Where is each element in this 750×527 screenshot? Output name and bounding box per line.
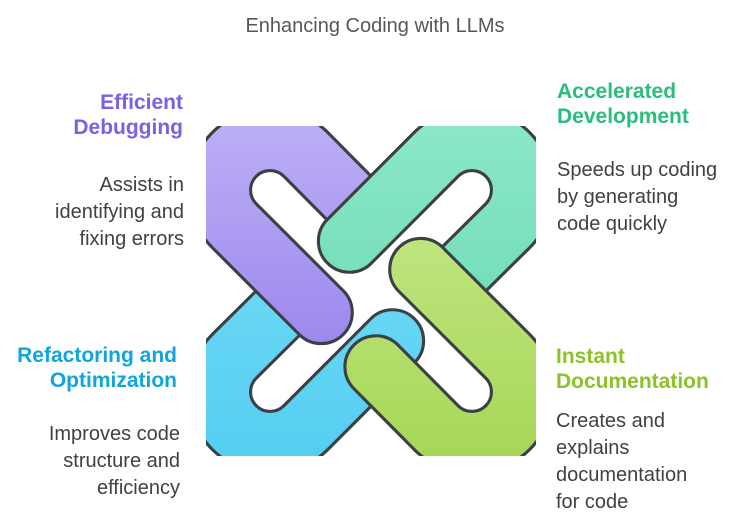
title-line: Efficient (100, 91, 183, 114)
title-line: Instant (556, 345, 625, 368)
desc-line: explains (556, 437, 630, 459)
title-line: Refactoring and (17, 344, 177, 367)
section-documentation-description: Creates and explains documentation for c… (556, 408, 746, 516)
desc-line: Speeds up coding (557, 159, 718, 181)
section-development-description: Speeds up coding by generating code quic… (557, 157, 747, 238)
page-title: Enhancing Coding with LLMs (245, 15, 505, 37)
section-development-title: Accelerated Development (557, 79, 742, 129)
desc-line: Improves code (48, 423, 180, 445)
section-debugging-description: Assists in identifying and fixing errors (0, 172, 184, 253)
desc-line: code quickly (557, 213, 668, 235)
desc-line: documentation (556, 464, 688, 486)
section-documentation-title: Instant Documentation (556, 344, 746, 394)
title-line: Development (557, 105, 689, 128)
title-line: Documentation (556, 370, 709, 393)
desc-line: efficiency (96, 477, 180, 499)
desc-line: for code (556, 491, 629, 513)
desc-line: identifying and (55, 201, 184, 223)
title-line: Optimization (49, 369, 177, 392)
section-refactoring-description: Improves code structure and efficiency (0, 421, 180, 502)
desc-line: structure and (63, 450, 180, 472)
title-line: Debugging (73, 116, 183, 139)
desc-line: Creates and (556, 410, 665, 432)
desc-line: by generating (557, 186, 679, 208)
desc-line: Assists in (99, 174, 184, 196)
desc-line: fixing errors (79, 228, 184, 250)
knot-diagram (206, 126, 536, 456)
title-line: Accelerated (557, 80, 677, 103)
section-debugging-title: Efficient Debugging (0, 90, 183, 140)
section-refactoring-title: Refactoring and Optimization (0, 343, 177, 393)
